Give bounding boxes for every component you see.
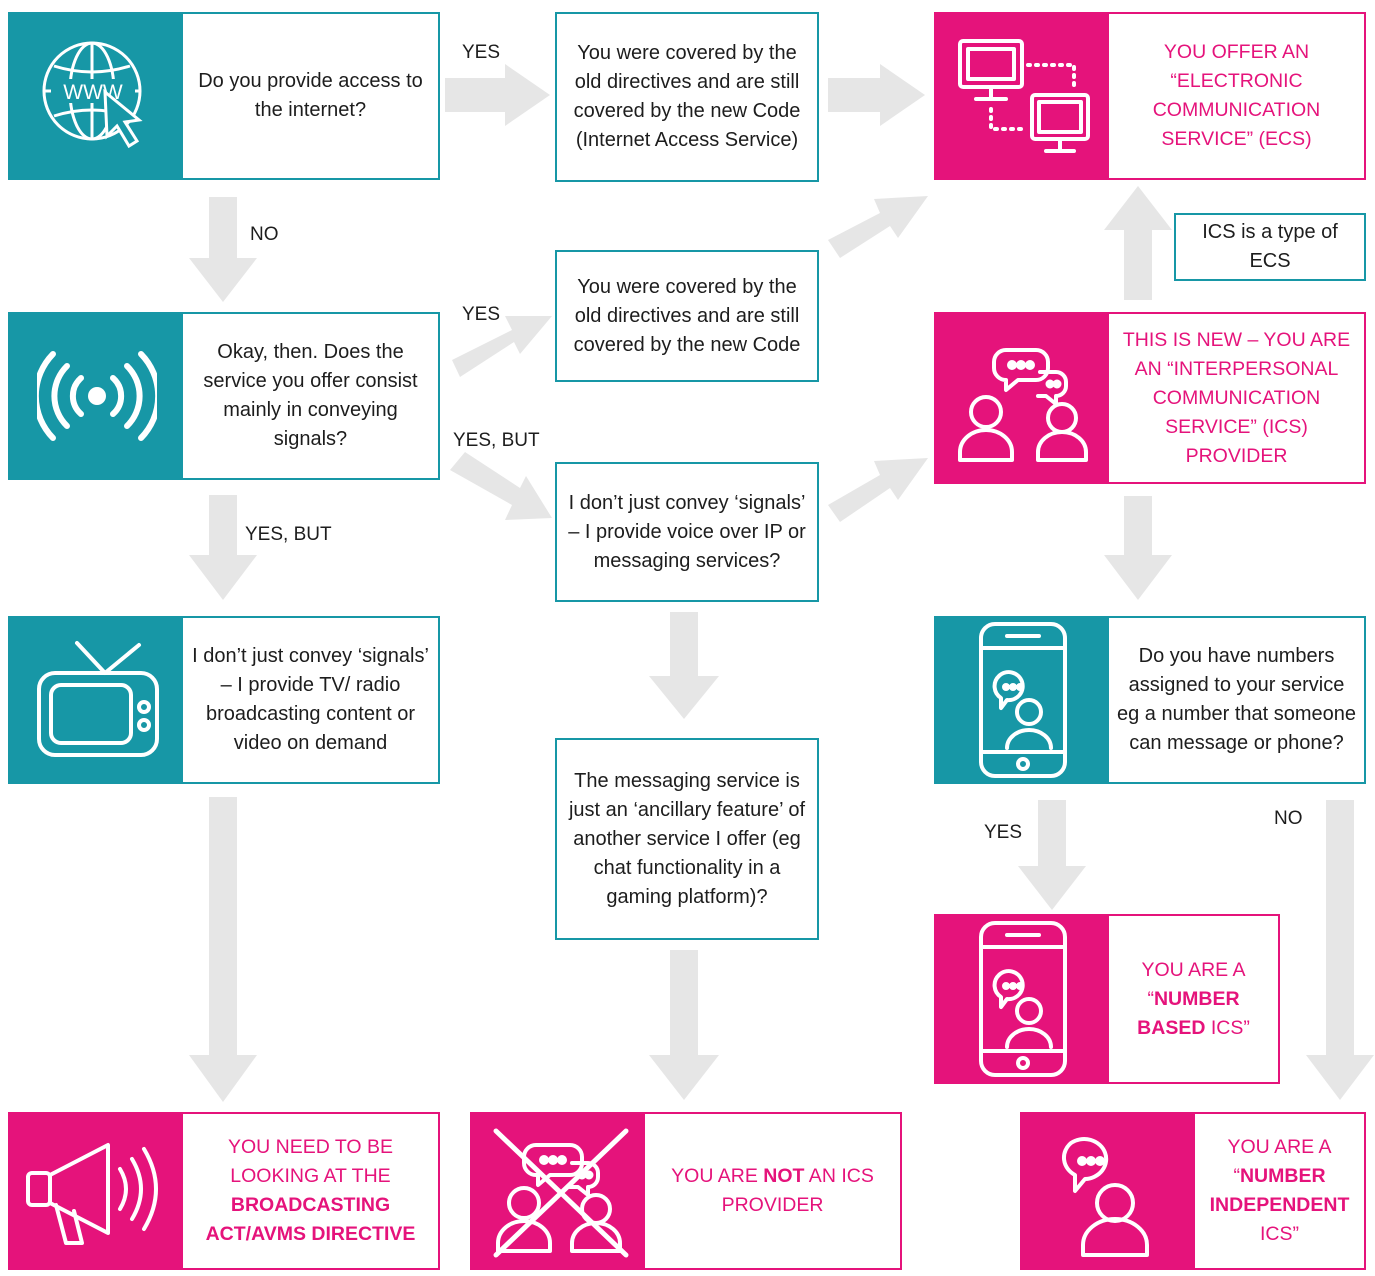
number-based-post: ICS” [1205, 1016, 1250, 1039]
not-ics-bold: NOT [763, 1165, 805, 1187]
outcome-broadcasting-text: YOU NEED TO BE LOOKING AT THE BROADCASTI… [183, 1114, 438, 1268]
label-no-numbers: NO [1274, 808, 1303, 829]
megaphone-icon [10, 1114, 183, 1268]
outcome-number-independent-ics: YOU ARE A “NUMBER INDEPENDENT ICS” [1020, 1112, 1366, 1270]
label-yes-but-voip: YES, BUT [453, 430, 540, 451]
outcome-ecs: YOU OFFER AN “ELECTRONIC COMMUNICATION S… [934, 12, 1366, 180]
arrow-down-tv-broadcasting [189, 797, 257, 1102]
not-ics-post: AN ICS PROVIDER [721, 1165, 874, 1216]
box-ancillary-feature: The messaging service is just an ‘ancill… [555, 738, 819, 940]
question-numbers-assigned: Do you have numbers assigned to your ser… [934, 616, 1366, 784]
arrow-down-voip-ancillary [649, 612, 719, 719]
label-yes-but-tv: YES, BUT [245, 524, 332, 545]
question-tv-broadcasting: I don’t just convey ‘signals’ – I provid… [8, 616, 440, 784]
outcome-number-based-text: YOU ARE A “NUMBER BASED ICS” [1109, 916, 1278, 1082]
number-independent-bold: NUMBER INDEPENDENT [1209, 1165, 1350, 1216]
question-signals-text: Okay, then. Does the service you offer c… [203, 341, 418, 450]
number-independent-pre: YOU ARE A “ [1227, 1136, 1332, 1187]
question-tv-text: I don’t just convey ‘signals’ – I provid… [192, 645, 429, 754]
arrow-down-ancillary-notics [649, 950, 719, 1100]
people-chat-icon [936, 314, 1109, 482]
computer-network-icon [936, 14, 1109, 178]
broadcasting-pre: YOU NEED TO BE LOOKING AT THE [227, 1136, 394, 1187]
arrow-down-internet-no [189, 197, 257, 302]
arrow-down-numbers-no [1306, 800, 1374, 1100]
tv-icon [10, 618, 183, 782]
outcome-not-ics-provider: YOU ARE NOT AN ICS PROVIDER [470, 1112, 902, 1270]
arrow-right-internet-yes [445, 64, 550, 126]
arrow-diag-covered-ecs [828, 196, 928, 258]
arrow-diag-voip-ics [828, 458, 928, 522]
person-chat-icon [1022, 1114, 1195, 1268]
phone-chat-icon [936, 916, 1109, 1082]
box-voip-messaging: I don’t just convey ‘signals’ – I provid… [555, 462, 819, 602]
box-covered-new-code: You were covered by the old directives a… [555, 250, 819, 382]
arrow-up-ics-ecs [1104, 186, 1172, 300]
outcome-ics-text: THIS IS NEW – YOU ARE AN “INTERPERSONAL … [1122, 328, 1351, 467]
number-based-bold: NUMBER BASED [1137, 987, 1240, 1039]
arrow-down-ics-numbers [1104, 496, 1172, 600]
note-ics-type-of-ecs: ICS is a type of ECS [1174, 213, 1366, 281]
question-internet-text: Do you provide access to the internet? [198, 70, 423, 121]
arrow-right-covered-ecs [828, 64, 925, 126]
globe-www-cursor-icon: WWW [10, 14, 183, 178]
outcome-number-independent-text: YOU ARE A “NUMBER INDEPENDENT ICS” [1195, 1114, 1364, 1268]
phone-chat-icon [936, 618, 1109, 782]
arrow-diag-signals-voip [450, 452, 552, 520]
label-yes-internet: YES [462, 42, 501, 63]
outcome-not-ics-text: YOU ARE NOT AN ICS PROVIDER [645, 1114, 900, 1268]
box-covered-internet-access: You were covered by the old directives a… [555, 12, 819, 182]
number-independent-post: ICS” [1260, 1223, 1299, 1245]
not-ics-pre: YOU ARE [671, 1165, 764, 1187]
number-based-pre: YOU ARE A “ [1141, 958, 1246, 1010]
arrow-diag-signals-covered [452, 316, 552, 377]
outcome-ecs-text: YOU OFFER AN “ELECTRONIC COMMUNICATION S… [1152, 41, 1321, 150]
arrow-down-signals-yesbut [189, 495, 257, 600]
crossed-people-chat-icon [472, 1114, 645, 1268]
question-internet-access: WWW Do you provide access to the interne… [8, 12, 440, 180]
broadcasting-bold: BROADCASTING ACT/AVMS DIRECTIVE [205, 1194, 416, 1245]
outcome-ics-provider: THIS IS NEW – YOU ARE AN “INTERPERSONAL … [934, 312, 1366, 484]
outcome-number-based-ics: YOU ARE A “NUMBER BASED ICS” [934, 914, 1280, 1084]
question-numbers-text: Do you have numbers assigned to your ser… [1116, 645, 1357, 754]
broadcast-signal-icon [10, 314, 183, 478]
label-yes-signals: YES [462, 304, 501, 325]
label-yes-numbers: YES [984, 822, 1023, 843]
arrow-down-numbers-yes [1018, 800, 1086, 910]
question-conveying-signals: Okay, then. Does the service you offer c… [8, 312, 440, 480]
label-no-internet: NO [250, 224, 279, 245]
outcome-broadcasting-act: YOU NEED TO BE LOOKING AT THE BROADCASTI… [8, 1112, 440, 1270]
